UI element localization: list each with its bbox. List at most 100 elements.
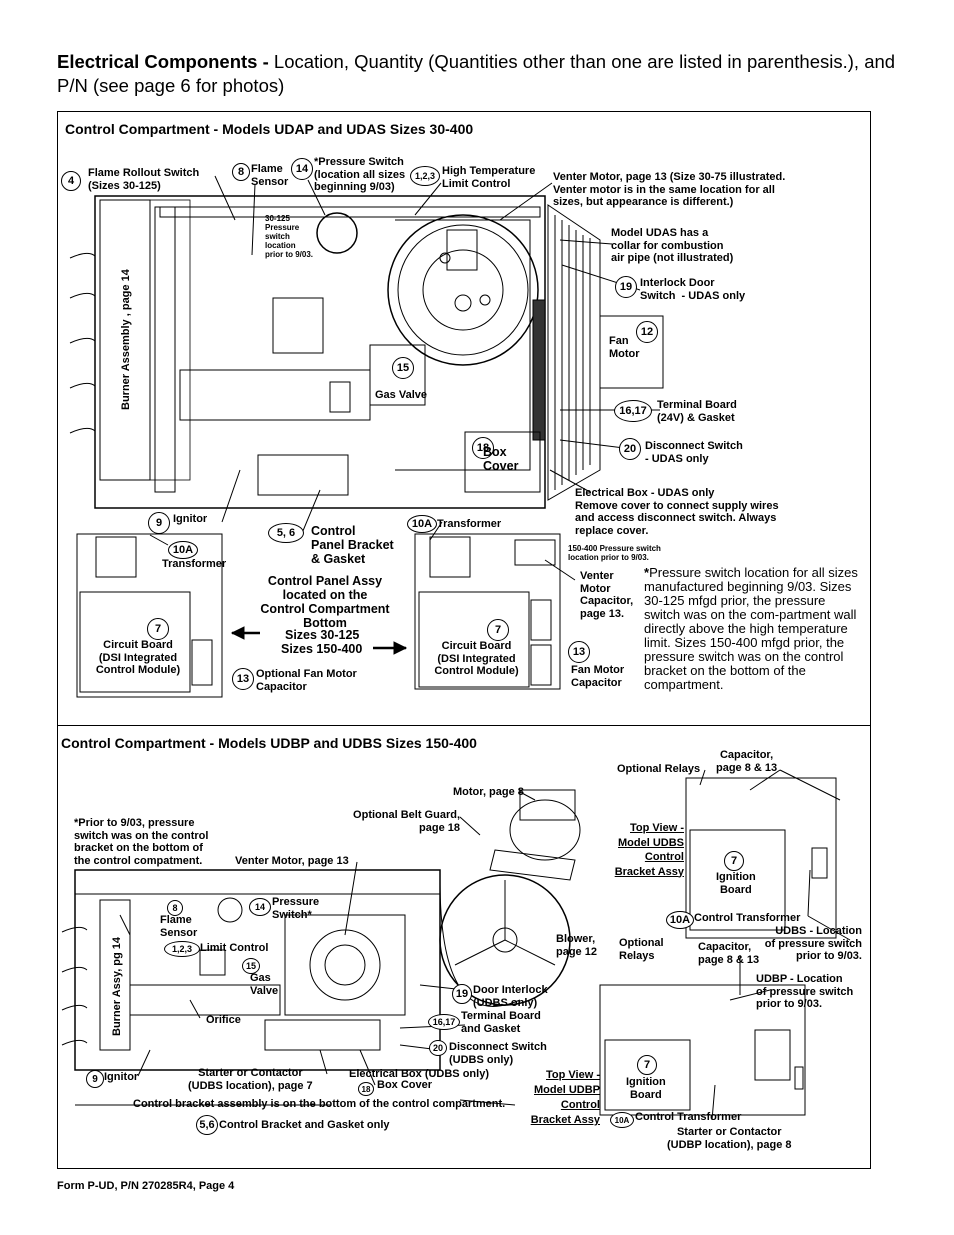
fan-motor-label: Fan Motor (609, 335, 640, 360)
callout-10a-udbp: 10A (610, 1112, 634, 1128)
callout-9-s2: 9 (86, 1070, 104, 1088)
fan-motor-capacitor-label: Fan Motor Capacitor (571, 664, 625, 689)
optional-relays-top-label: Optional Relays (617, 763, 701, 775)
optional-fan-capacitor-label: Optional Fan Motor Capacitor (256, 668, 357, 693)
callout-13-left: 13 (232, 668, 254, 690)
ignition-board-udbs-label: Ignition Board (716, 871, 756, 896)
high-temp-limit-label: High Temperature Limit Control (442, 165, 536, 190)
venter-motor-capacitor-label: Venter Motor Capacitor, page 13. (580, 570, 634, 620)
callout-14: 14 (291, 158, 313, 180)
control-panel-assy-note: Control Panel Assy located on the Contro… (260, 574, 390, 630)
disconnect-switch-s2-label: Disconnect Switch (UDBS only) (449, 1041, 547, 1066)
callout-18-s2: 18 (358, 1082, 374, 1096)
udbp-ps-location-note: UDBP - Location of pressure switch prior… (756, 973, 854, 1010)
callout-15: 15 (392, 357, 414, 379)
terminal-board-s2-label: Terminal Board and Gasket (461, 1010, 541, 1035)
callout-14-s2: 14 (249, 898, 271, 916)
electrical-box-note: Electrical Box - UDAS only Remove cover … (575, 487, 779, 537)
callout-4: 4 (61, 171, 81, 191)
sizes-30-125-label: Sizes 30-125 (285, 628, 360, 642)
limit-control-label: Limit Control (200, 942, 269, 954)
callout-13-right: 13 (568, 641, 590, 663)
ignitor-s2-label: Ignitor (104, 1071, 139, 1083)
diagram-frame (57, 111, 871, 1169)
callout-1-2-3-s2: 1,2,3 (164, 941, 200, 957)
callout-20: 20 (619, 438, 641, 460)
callout-12: 12 (636, 321, 658, 343)
motor-label: Motor, page 8 (453, 786, 524, 798)
callout-7-udbs: 7 (724, 851, 744, 871)
control-transformer-udbs-label: Control Transformer (694, 912, 801, 924)
ps-150-400-note: 150-400 Pressure switch location prior t… (568, 544, 661, 562)
capacitor-top-label: Capacitor, page 8 & 13 (716, 749, 778, 774)
circuit-board-left-label: Circuit Board (DSI Integrated Control Mo… (95, 639, 181, 676)
top-view-udbs-label: Top View - Model UDBS Control Bracket As… (614, 822, 684, 878)
section2-title: Control Compartment - Models UDBP and UD… (61, 735, 477, 751)
prior-pressure-switch-note: *Prior to 9/03, pressure switch was on t… (74, 817, 209, 867)
callout-8: 8 (232, 163, 250, 181)
sizes-150-400-label: Sizes 150-400 (281, 642, 363, 656)
callout-10a-left: 10A (168, 541, 198, 559)
callout-1-2-3: 1,2,3 (410, 166, 440, 186)
flame-sensor-label: Flame Sensor (251, 163, 289, 188)
control-panel-bracket-label: Control Panel Bracket & Gasket (311, 524, 394, 566)
callout-18: 18 (472, 437, 494, 459)
flame-sensor-s2-label: Flame Sensor (160, 914, 198, 939)
gas-valve-s2-label: Gas Valve (250, 972, 279, 997)
callout-16-17-s2: 16,17 (428, 1014, 460, 1030)
venter-motor-s2-label: Venter Motor, page 13 (235, 855, 349, 867)
transformer-left-label: Transformer (162, 558, 227, 570)
callout-5-6-s2: 5,6 (196, 1115, 218, 1135)
callout-19: 19 (615, 276, 637, 298)
venter-motor-label: Venter Motor, page 13 (Size 30-75 illust… (553, 171, 786, 208)
starter-contactor-udbp-label: Starter or Contactor (UDBP location), pa… (667, 1126, 792, 1151)
electrical-box-s2-label: Electrical Box (UDBS only) (349, 1068, 489, 1080)
blower-label: Blower, page 12 (556, 933, 597, 958)
ignition-board-udbp-label: Ignition Board (626, 1076, 666, 1101)
ps-30-125-note: 30-125 Pressure switch location prior to… (265, 214, 314, 259)
gas-valve-label: Gas Valve (375, 389, 427, 401)
pressure-switch-label: *Pressure Switch (location all sizes beg… (314, 156, 406, 193)
box-cover-s2-label: Box Cover (377, 1079, 433, 1091)
orifice-label: Orifice (206, 1014, 241, 1026)
callout-10a-right: 10A (407, 515, 437, 533)
disconnect-switch-label: Disconnect Switch - UDAS only (645, 440, 743, 465)
callout-15-s2: 15 (242, 958, 260, 974)
door-interlock-label: Door Interlock (UDBS only) (473, 984, 548, 1009)
model-udas-collar-note: Model UDAS has a collar for combustion a… (611, 227, 734, 264)
burner-assembly-label: Burner Assembly , page 14 (120, 269, 132, 410)
capacitor-bottom-label: Capacitor, page 8 & 13 (698, 941, 760, 966)
terminal-board-label: Terminal Board (24V) & Gasket (657, 399, 737, 424)
section-divider (57, 725, 871, 726)
interlock-door-label: Interlock Door Switch - UDAS only (640, 277, 746, 302)
callout-10a-udbs: 10A (666, 911, 694, 929)
pressure-switch-footnote: *Pressure switch location for all sizes … (644, 565, 858, 692)
box-cover-label: Box Cover (483, 445, 519, 473)
circuit-board-right-label: Circuit Board (DSI Integrated Control Mo… (434, 640, 519, 677)
ignitor-label: Ignitor (173, 513, 208, 525)
section1-title: Control Compartment - Models UDAP and UD… (65, 121, 474, 137)
udbs-ps-location-note: UDBS - Location of pressure switch prior… (764, 925, 862, 962)
callout-5-6: 5, 6 (268, 523, 304, 543)
page-footer: Form P-UD, P/N 270285R4, Page 4 (57, 1180, 235, 1192)
burner-assy-s2-label: Burner Assy, pg 14 (111, 936, 123, 1036)
callout-7-udbp: 7 (637, 1055, 657, 1075)
top-view-udbp-label: Top View - Model UDBP Control Bracket As… (530, 1069, 600, 1126)
callout-19-s2: 19 (452, 984, 472, 1004)
callout-9: 9 (148, 512, 170, 534)
transformer-right-label: Transformer (437, 518, 502, 530)
callout-7-left: 7 (147, 618, 169, 640)
callout-20-s2: 20 (429, 1040, 447, 1056)
starter-contactor-udbs-label: Starter or Contactor (UDBS location), pa… (188, 1067, 313, 1092)
page-title: Electrical Components - Location, Quanti… (57, 51, 896, 96)
flame-rollout-label: Flame Rollout Switch (Sizes 30-125) (88, 167, 200, 192)
bracket-location-note: Control bracket assembly is on the botto… (133, 1098, 506, 1110)
callout-16-17: 16,17 (614, 400, 652, 422)
callout-8-s2: 8 (167, 900, 183, 916)
bracket-gasket-label: Control Bracket and Gasket only (219, 1119, 390, 1131)
control-transformer-udbp-label: Control Transformer (635, 1111, 742, 1123)
pressure-switch-s2-label: Pressure Switch* (272, 896, 320, 921)
optional-relays-bottom-label: Optional Relays (619, 937, 664, 962)
callout-7-right: 7 (487, 619, 509, 641)
